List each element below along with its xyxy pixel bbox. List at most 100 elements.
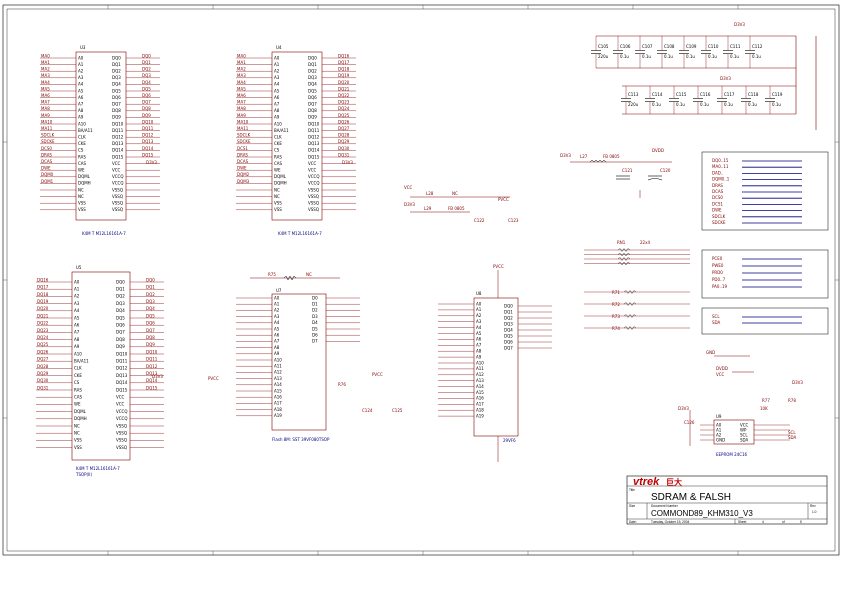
u9-pin-name: SDA (740, 437, 749, 442)
pin-name: A5 (274, 88, 280, 93)
pin-name: NC (78, 187, 84, 192)
pin-name: VCCQ (116, 416, 127, 421)
port-label: SDCKE (712, 220, 726, 225)
net-label: DQ2 (146, 292, 155, 297)
net-label: SDCLK (237, 133, 251, 138)
net-label: DQ11 (146, 357, 158, 362)
pin-name: CLK (74, 366, 82, 371)
pin-name: A13 (274, 376, 282, 381)
net-label: MA4 (237, 80, 246, 85)
pin-name: CAS (74, 395, 83, 400)
decoupling-caps: D3V3 D3V3 C105220uC1060.1uC1070.1uC1080.… (591, 22, 817, 130)
pin-name: A8 (476, 349, 482, 354)
u8-left-pins: A0A1A2A3A4A5A6A7A8A9A10A11A12A13A14A15A1… (438, 301, 484, 418)
port-label: PRD0 (712, 270, 723, 275)
l28-label: L28 (426, 191, 434, 196)
pin-name: DQ4 (112, 82, 121, 87)
pin-name: DQ10 (308, 121, 320, 126)
pin-name: RAS (78, 154, 86, 159)
pin-name: CS (274, 148, 280, 153)
pin-name: VSSQ (116, 423, 127, 428)
cap-ref: C117 (724, 92, 735, 97)
pin-name: A8 (274, 345, 280, 350)
rn1-value: 22x4 (640, 240, 650, 245)
pin-name: VSSQ (112, 201, 123, 206)
cap-gap (765, 98, 775, 102)
pin-name: VSS (74, 445, 82, 450)
u5-body (71, 271, 131, 461)
date-label: Date: (629, 520, 637, 524)
pin-name: DQ10 (116, 351, 128, 356)
net-label: DQ16 (37, 277, 49, 282)
d3v3-row2-label: D3V3 (720, 76, 731, 81)
pin-name: DQ6 (308, 95, 317, 100)
pin-name: DQ15 (112, 154, 124, 159)
sheet-label: Sheet (738, 520, 746, 524)
pin-name: D7 (312, 339, 318, 344)
pin-name: A5 (78, 88, 84, 93)
pin-name: VSS (274, 207, 282, 212)
cap-value: 0.1u (730, 54, 739, 59)
pin-name: DQ4 (504, 327, 513, 332)
port-label: SCL (712, 314, 720, 319)
net-label: DQ5 (146, 313, 155, 318)
pin-name: A18 (274, 407, 282, 412)
net-label: DQ23 (338, 100, 350, 105)
cap-ref: C112 (752, 44, 763, 49)
caps-top-row: C105220uC1060.1uC1070.1uC1080.1uC1090.1u… (591, 36, 763, 68)
u7-left-pins: A0A1A2A3A4A5A6A7A8A9A10A11A12A13A14A15A1… (236, 295, 282, 418)
pin-name: DQ0 (112, 55, 121, 60)
pin-name: DQ6 (116, 323, 125, 328)
pin-name: VSS (74, 438, 82, 443)
pin-name: CKE (274, 141, 282, 146)
pin-name: DQ15 (308, 154, 320, 159)
pin-name: A2 (274, 69, 280, 74)
pin-name: A14 (476, 384, 484, 389)
cap-ref: C116 (700, 92, 711, 97)
pin-name: A12 (274, 370, 282, 375)
pin-name: DQ11 (308, 128, 320, 133)
pin-name: A18 (476, 408, 484, 413)
net-label: DQ16 (338, 53, 350, 58)
pin-name: A6 (74, 323, 80, 328)
port-label: SDA (712, 320, 721, 325)
u7-pvcc-label: PVCC (208, 376, 219, 381)
pin-name: DQ1 (112, 62, 121, 67)
pin-name: DQ7 (112, 102, 121, 107)
pin-name: BA/A11 (78, 128, 93, 133)
cap-value: 0.1u (686, 54, 695, 59)
net-label: DQ21 (37, 313, 49, 318)
pin-name: BA/A11 (274, 128, 289, 133)
cap-ref: C118 (748, 92, 759, 97)
pin-name: NC (74, 431, 80, 436)
net-label: DQ21 (338, 86, 350, 91)
cap-gap (723, 50, 733, 54)
pin-name: VSSQ (116, 431, 127, 436)
net-label: MA11 (41, 126, 53, 131)
pin-name: D0 (312, 295, 318, 300)
pin-name: A1 (476, 307, 482, 312)
net-label: DQ26 (37, 349, 49, 354)
cap-ref: C119 (772, 92, 783, 97)
port-label: MA0..11 (712, 164, 729, 169)
c120-label: C120 (660, 168, 671, 173)
u4-part: K4M T M12L16161A-7 (278, 231, 322, 236)
size-label: Size (629, 504, 635, 508)
pin-name: VSSQ (308, 194, 319, 199)
pin-name: A3 (274, 314, 280, 319)
cap-gap (717, 98, 727, 102)
port-label: DQ0..15 (712, 158, 729, 163)
title-block-frame (626, 475, 828, 525)
net-label: DQ0 (142, 53, 151, 58)
pin-name: A2 (476, 313, 482, 318)
net-label: DQ9 (146, 342, 155, 347)
pin-name: A16 (476, 396, 484, 401)
net-label: SDCKE (237, 139, 251, 144)
port-label: DCS0 (712, 195, 723, 200)
u9-net-label: SCL (788, 430, 796, 435)
pin-name: A19 (476, 413, 484, 418)
